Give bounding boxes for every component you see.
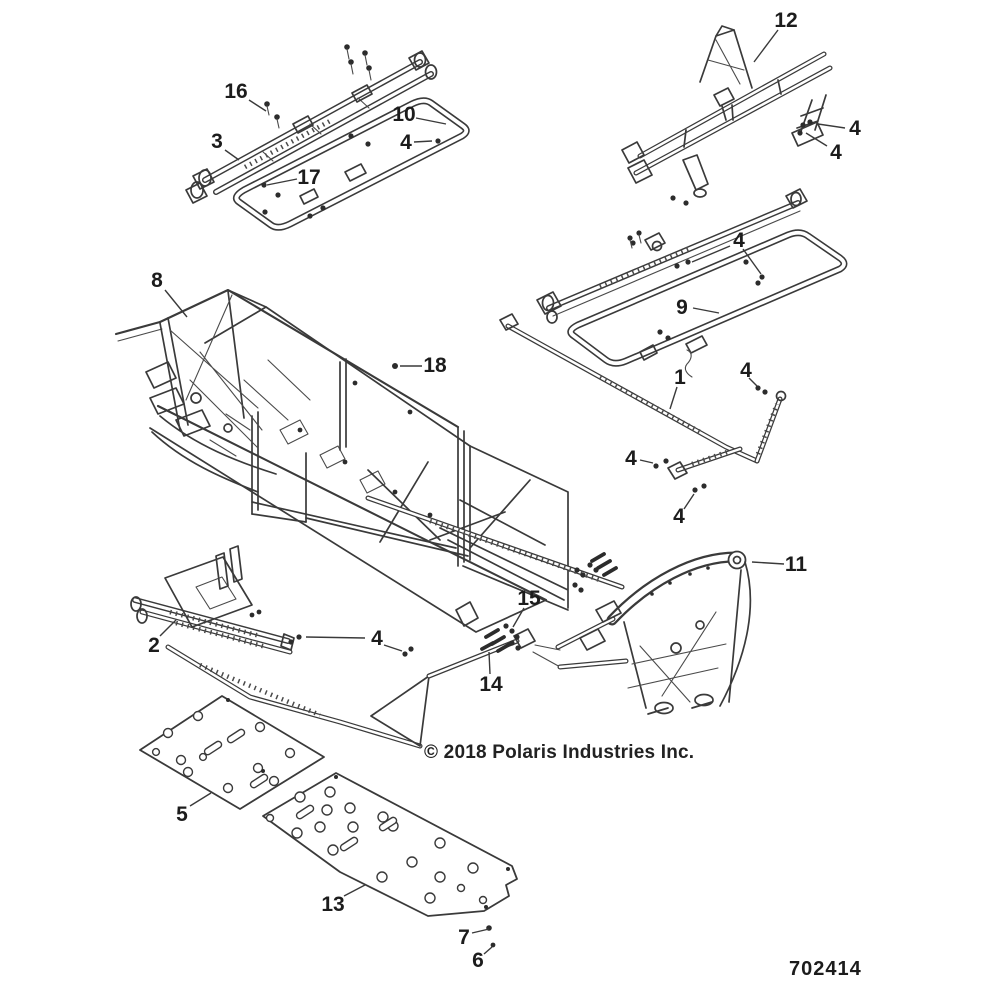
callout-18-12: 18 [423,354,447,377]
leader-line-13 [343,884,366,897]
part-13-skid-plate [262,772,518,917]
callout-12-5: 12 [774,9,797,32]
callout-6-24: 6 [472,949,484,972]
leader-line-12 [753,29,779,63]
leader-line-1 [669,386,678,410]
leader-line-15 [512,607,525,628]
leader-lines [159,29,846,955]
leader-line-10 [415,117,447,125]
leader-line-4 [742,248,762,275]
leader-line-5 [189,792,212,807]
leader-line-14 [488,651,491,675]
callout-4-17: 4 [371,627,383,650]
leader-line-11 [751,561,785,565]
callout-14-19: 14 [479,673,503,696]
leader-line-17 [266,178,298,186]
leader-line-4 [748,377,758,387]
part-5-skid-plate [139,695,325,810]
leader-line-8 [164,289,188,318]
leader-line-9 [692,307,720,314]
leader-line-4 [817,123,846,129]
callout-9-9: 9 [676,296,688,319]
part-12-rear-support [621,25,833,198]
copyright-text: © 2018 Polaris Industries Inc. [424,742,695,763]
part-9-seat-rail [536,188,808,324]
callout-15-18: 15 [517,587,541,610]
leader-line-4 [691,245,731,263]
leader-line-16 [248,99,267,112]
callout-4-6: 4 [849,117,861,140]
callout-4-11: 4 [740,359,752,382]
leader-line-4 [805,132,828,147]
part-10-seat-frame [232,97,470,231]
callout-11-20: 11 [785,553,808,576]
leader-line-3 [224,149,240,161]
callout-4-15: 4 [673,505,685,528]
callout-5-21: 5 [176,803,188,826]
callout-3-1: 3 [211,130,223,153]
part-1-cross-rail [499,313,787,480]
callout-8-13: 8 [151,269,163,292]
leader-line-4 [383,644,403,652]
callout-4-14: 4 [625,447,637,470]
leader-line-6 [483,946,493,955]
callout-4-8: 4 [733,229,745,252]
callout-16-0: 16 [224,80,247,103]
part-3-seat-rail [185,50,438,204]
part-11-rear-frame [555,550,752,715]
leader-line-2 [159,619,177,637]
callout-4-7: 4 [830,141,842,164]
callout-4-3: 4 [400,131,412,154]
leader-line-7 [471,928,490,934]
callout-7-23: 7 [458,926,470,949]
callout-1-10: 1 [674,366,686,389]
callout-10-2: 10 [392,103,415,126]
fastener-hardware [261,44,813,948]
callout-17-4: 17 [297,166,320,189]
part-9-frame [567,229,848,367]
callout-2-16: 2 [148,634,160,657]
leader-line-4 [639,459,654,464]
part-8-main-frame [114,288,693,633]
part-number: 702414 [789,958,862,980]
leader-line-4 [413,140,433,143]
callout-13-22: 13 [321,893,344,916]
leader-line-4 [683,493,695,510]
leader-line-4 [305,636,366,639]
